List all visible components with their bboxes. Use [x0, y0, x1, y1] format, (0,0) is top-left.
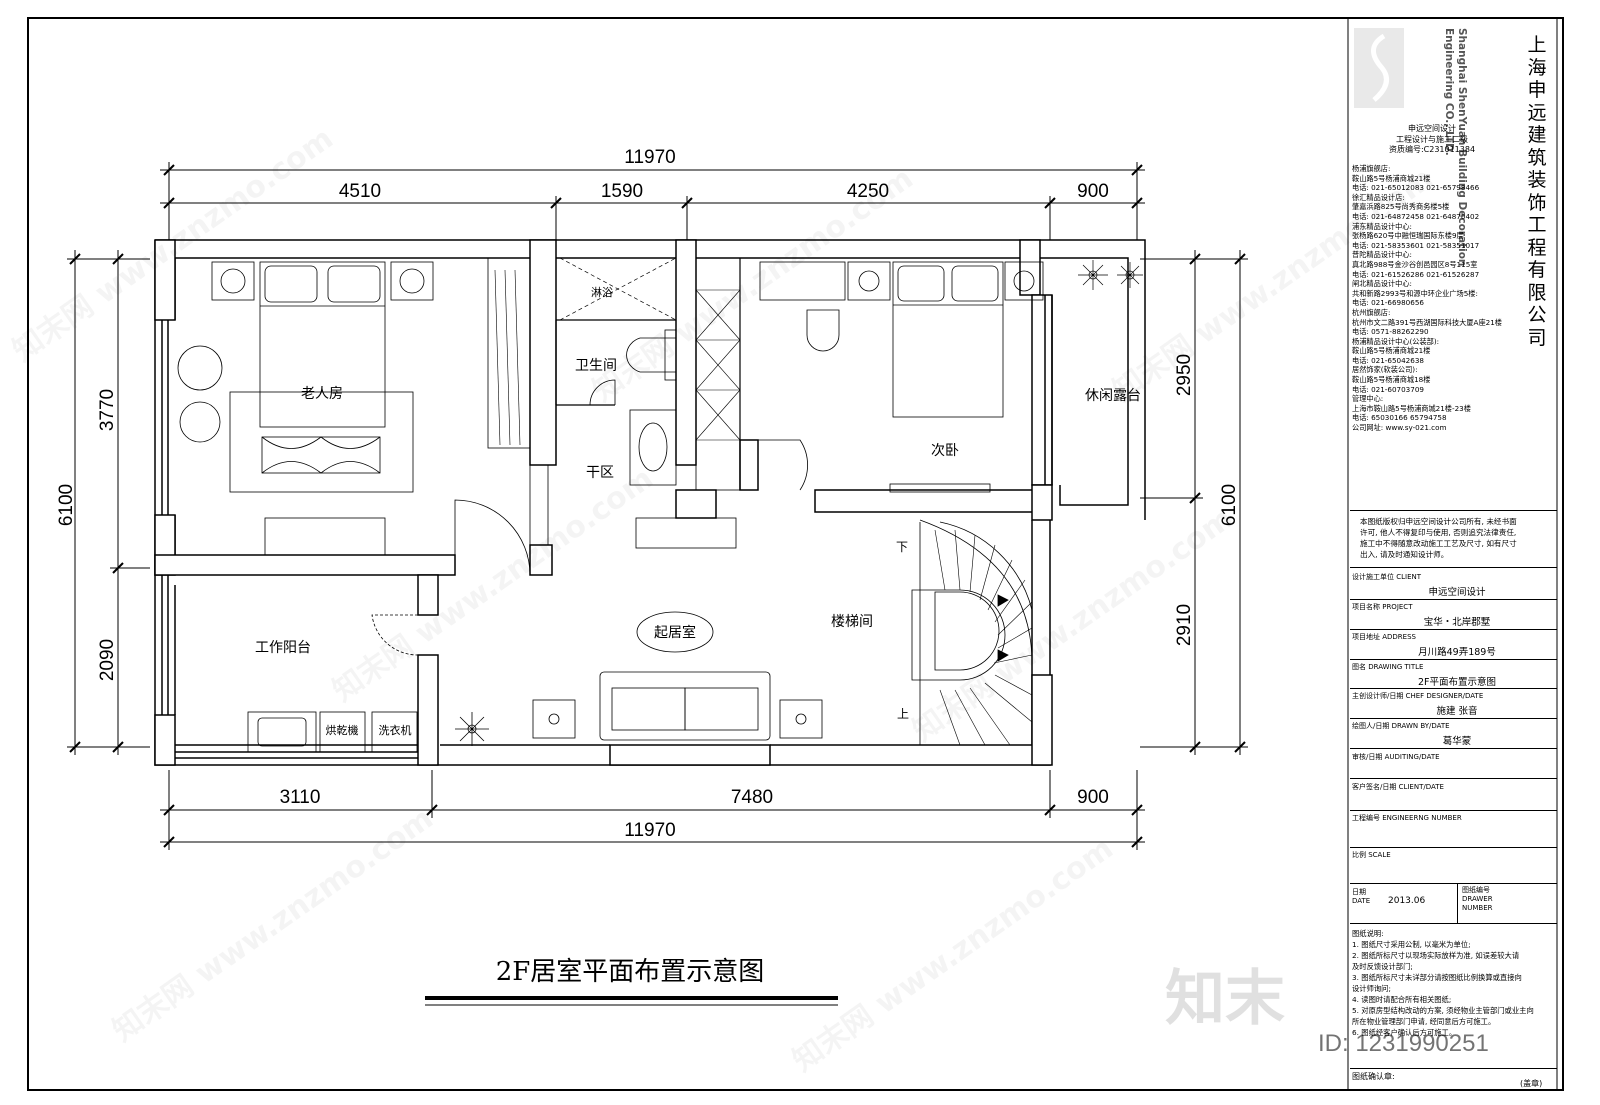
terrace-plants: [1078, 260, 1143, 290]
walls: [154, 239, 1146, 766]
top-dimensions: [160, 162, 1145, 240]
branch-item: 浦东精品设计中心:张杨路620号中融恒瑞国际东楼9层电话: 021-583536…: [1352, 221, 1480, 250]
dim-right-1: 2950: [1174, 354, 1195, 396]
dim-bottom-total: 11970: [624, 820, 675, 841]
branch-item: 杨浦精品设计中心(公装部):鞍山路5号杨浦商城21楼电话: 021-650426…: [1352, 336, 1440, 365]
dim-top-1: 4510: [339, 181, 381, 202]
washer-label: 洗衣机: [379, 723, 412, 737]
dim-bottom-3: 900: [1077, 787, 1109, 808]
room-work-balcony-label: 工作阳台: [255, 640, 311, 656]
room-terrace-label: 休闲露台: [1085, 388, 1141, 404]
company-chinese-name: 上海申远建筑装饰工程有限公司: [1527, 34, 1547, 349]
firm-cert-no: 资质编号:C231011384: [1388, 145, 1476, 154]
room-dry-zone-label: 干区: [586, 465, 614, 481]
partitions: [371, 257, 808, 656]
left-dimensions: [67, 250, 150, 755]
room-stairwell-label: 楼梯间: [831, 614, 873, 630]
branch-item: 杨浦旗舰店:鞍山路5号杨浦商城21楼电话: 021-65012083 021-6…: [1352, 164, 1480, 193]
dim-right-2: 2910: [1174, 604, 1195, 646]
sheet-border: [27, 17, 1564, 1091]
room-elder-label: 老人房: [301, 386, 343, 402]
branch-item: 杭州旗舰店:杭州市文二路391号西湖国际科技大厦A座21楼电话: 0571-88…: [1352, 307, 1502, 337]
branch-item: 徐汇精品设计店:肇嘉浜路825号尚秀商务楼5楼电话: 021-64872458 …: [1352, 192, 1480, 221]
dim-top-2: 1590: [601, 181, 643, 202]
dryer-label: 烘乾機: [326, 723, 359, 737]
right-dimensions: [1140, 250, 1248, 755]
drawing-title: 2F居室平面布置示意图: [496, 957, 765, 987]
dim-bottom-2: 7480: [731, 787, 773, 808]
elder-room-furniture: [177, 261, 434, 556]
dim-top-4: 900: [1077, 181, 1109, 202]
firm-name: 申远空间设计: [1408, 124, 1456, 133]
branch-item: 闸北精品设计中心:共和新路2993号和源中环企业广场5楼:电话: 021-669…: [1352, 279, 1478, 308]
seal-label: (盖章): [1520, 1079, 1543, 1088]
watermark-id: ID: 1231990251: [1318, 1030, 1489, 1057]
room-shower-label: 淋浴: [591, 286, 613, 299]
dim-left-2: 2090: [97, 639, 118, 681]
stair-up-label: 上: [897, 707, 909, 721]
staircase: [911, 519, 1033, 746]
room-bathroom-label: 卫生间: [575, 358, 617, 374]
bottom-dimensions: [160, 770, 1145, 850]
branch-list: 杨浦旗舰店:鞍山路5号杨浦商城21楼电话: 021-65012083 021-6…: [1352, 164, 1552, 433]
dim-right-total: 6100: [1219, 484, 1240, 526]
drawing-notes: 图纸说明: 1. 图纸尺寸采用公制, 以毫米为单位; 2. 图纸所标尺寸以现场实…: [1352, 929, 1534, 1037]
copyright-notice: 本图纸版权归申远空间设计公司所有, 未经书面 许可, 他人不得复印与使用, 否则…: [1360, 517, 1517, 559]
title-block: Shanghai ShenYuan Building Decoration En…: [1350, 28, 1557, 1088]
watermark-logo: 知末: [1165, 964, 1285, 1034]
branch-item: 管理中心:上海市鞍山路5号杨浦商城21楼-23楼电话: 65030166 657…: [1352, 394, 1471, 423]
branch-item: 居然饰家(软装公司):鞍山路5号杨浦商城18楼电话: 021-60703709: [1352, 365, 1431, 394]
confirmation-stamp-label: 图纸确认章:: [1352, 1072, 1395, 1081]
firm-qualification: 工程设计与施工二级: [1396, 134, 1468, 144]
company-logo-icon: [1354, 28, 1404, 108]
firm-info: 申远空间设计 工程设计与施工二级 资质编号:C231011384: [1352, 124, 1512, 156]
stair-down-label: 下: [896, 540, 908, 554]
branch-item: 普陀精品设计中心:真北路988号金沙谷创邑园区8号115室电话: 021-615…: [1352, 250, 1480, 279]
room-living-room-label: 起居室: [654, 624, 696, 641]
dim-left-total: 6100: [56, 484, 77, 526]
room-second-bedroom-label: 次卧: [931, 443, 959, 459]
dim-top-total: 11970: [624, 147, 675, 168]
dim-left-1: 3770: [97, 389, 118, 431]
living-room-furniture: [455, 611, 823, 746]
company-website: 公司网址: www.sy-021.com: [1352, 423, 1447, 433]
dim-bottom-1: 3110: [280, 787, 321, 808]
second-bedroom-furniture: [759, 261, 1044, 493]
date-value: 2013.06: [1388, 896, 1426, 906]
work-balcony-appliances: [247, 711, 418, 753]
dim-top-3: 4250: [847, 181, 889, 202]
